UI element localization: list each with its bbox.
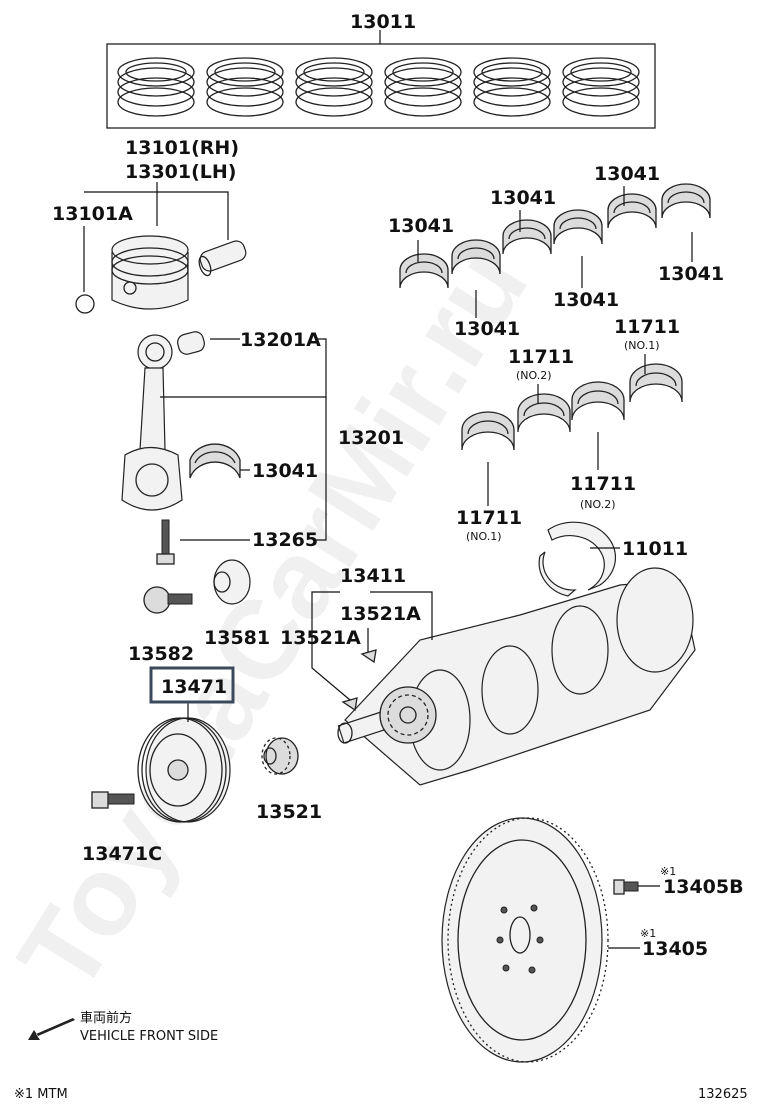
snap-ring xyxy=(75,294,95,314)
footnote: ※1 MTM xyxy=(14,1087,68,1102)
rod-bolt xyxy=(156,519,175,565)
ring-set-box xyxy=(106,43,656,129)
ring-set-5 xyxy=(473,57,551,117)
label-13201a: 13201A xyxy=(240,329,321,351)
flywheel-bolt xyxy=(613,879,660,895)
label-11011: 11011 xyxy=(622,538,688,560)
bearing-a xyxy=(399,253,449,289)
piston-pin xyxy=(198,240,247,277)
label-13041-c: 13041 xyxy=(490,187,556,209)
label-13471: 13471 xyxy=(161,676,227,698)
direction-label-jp: 車両前方 xyxy=(80,1010,132,1026)
bearing-e xyxy=(607,193,657,229)
label-13041-f: 13041 xyxy=(658,263,724,285)
bearing-b xyxy=(451,239,501,275)
pulley-bolt-group xyxy=(143,559,251,614)
crank-pulley xyxy=(137,666,235,823)
figure-number: 132625 xyxy=(698,1087,748,1102)
label-13581: 13581 xyxy=(204,627,270,649)
label-13521: 13521 xyxy=(256,801,322,823)
label-11711-b-sub: (NO.2) xyxy=(516,369,552,382)
label-13521a-2: 13521A xyxy=(280,627,361,649)
piston-ring-set-group xyxy=(106,30,656,129)
label-13405: 13405 xyxy=(642,938,708,960)
flywheel xyxy=(441,817,660,1063)
ring-set-2 xyxy=(206,57,284,117)
main-bearings-group xyxy=(461,354,683,506)
ring-set-3 xyxy=(295,57,373,117)
label-13041-rod: 13041 xyxy=(252,460,318,482)
crank-bearings-group xyxy=(399,183,711,318)
rod-bearing xyxy=(189,443,241,479)
crankshaft xyxy=(311,567,696,786)
label-13041-b: 13041 xyxy=(454,318,520,340)
main-bearing-c xyxy=(571,381,625,421)
label-11711-a: 11711 xyxy=(614,316,680,338)
label-13011: 13011 xyxy=(350,11,416,33)
label-13265: 13265 xyxy=(252,529,318,551)
label-13405-mark: ※1 xyxy=(640,927,656,940)
label-11711-b: 11711 xyxy=(508,346,574,368)
label-13101a: 13101A xyxy=(52,203,133,225)
bearing-c xyxy=(502,219,552,255)
ring-set-6 xyxy=(562,57,640,117)
pulley-bolt xyxy=(91,791,135,809)
main-bearing-b xyxy=(517,393,571,433)
direction-label-en: VEHICLE FRONT SIDE xyxy=(80,1029,218,1044)
bearing-f xyxy=(661,183,711,219)
label-13405b: 13405B xyxy=(663,876,744,898)
crank-gear xyxy=(261,737,299,775)
label-13041-d: 13041 xyxy=(553,289,619,311)
label-13041-a: 13041 xyxy=(388,215,454,237)
connecting-rod-group xyxy=(121,331,327,565)
label-13101-rh: 13101(RH) xyxy=(125,137,239,159)
label-13471c: 13471C xyxy=(82,843,162,865)
piston-group xyxy=(75,182,247,314)
ring-set-1 xyxy=(117,57,195,117)
label-11711-a-sub: (NO.1) xyxy=(624,339,660,352)
label-13521a-1: 13521A xyxy=(340,603,421,625)
label-11711-d-sub: (NO.1) xyxy=(466,530,502,543)
main-bearing-d xyxy=(629,363,683,403)
bearing-d xyxy=(553,209,603,245)
piston-body xyxy=(111,252,189,310)
highlight-box xyxy=(149,666,235,704)
small-end-bushing xyxy=(177,331,205,355)
arrow-left-down-icon xyxy=(28,1018,75,1040)
key-upper xyxy=(360,649,377,664)
label-11711-d: 11711 xyxy=(456,507,522,529)
label-13041-e: 13041 xyxy=(594,163,660,185)
label-13411: 13411 xyxy=(340,565,406,587)
label-13301-lh: 13301(LH) xyxy=(125,161,236,183)
label-13582: 13582 xyxy=(128,643,194,665)
ring-set-4 xyxy=(384,57,462,117)
label-13405b-mark: ※1 xyxy=(660,865,676,878)
plate-washer xyxy=(213,559,251,605)
main-bearing-a xyxy=(461,411,515,451)
label-11711-c: 11711 xyxy=(570,473,636,495)
label-11711-c-sub: (NO.2) xyxy=(580,498,616,511)
label-13201: 13201 xyxy=(338,427,404,449)
thrust-washer xyxy=(538,521,620,597)
